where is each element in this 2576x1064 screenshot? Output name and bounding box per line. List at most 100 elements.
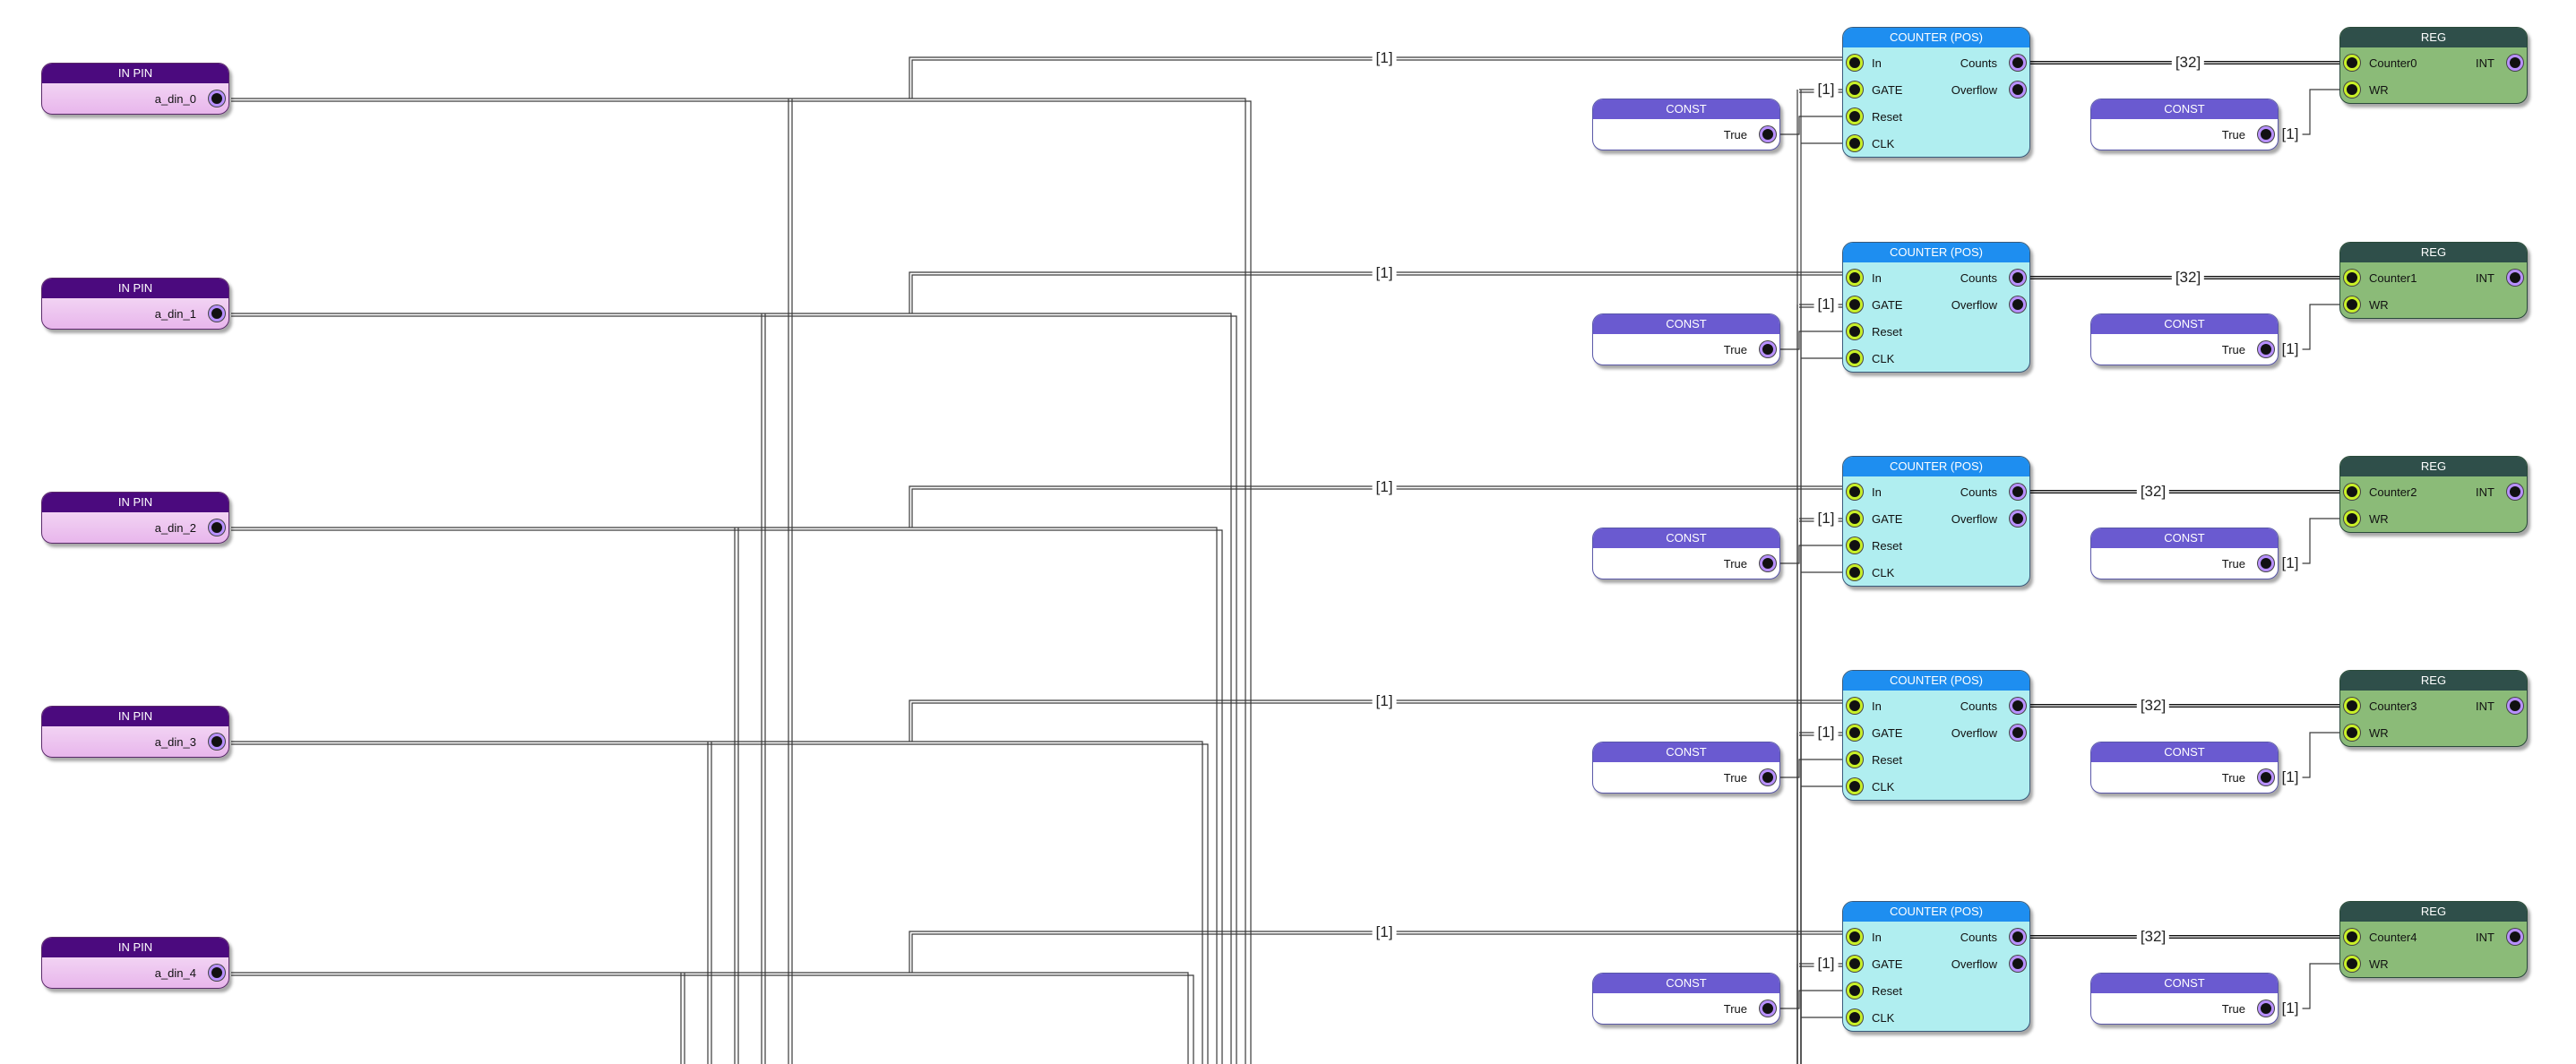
counter-gate-port[interactable] [1847,956,1863,972]
wire-label-in-width: [1] [1372,477,1397,497]
reg-output-port[interactable] [2507,929,2523,945]
wire-pin-rail [231,529,1223,1064]
counter-overflow-port[interactable] [2010,956,2026,972]
reg-wr-port[interactable] [2344,725,2360,741]
counter-gate-port[interactable] [1847,511,1863,527]
in-pin-output-port[interactable] [209,734,225,750]
const-output-port[interactable] [1760,126,1776,142]
reg-output-port[interactable] [2507,55,2523,71]
reg-wr-port[interactable] [2344,296,2360,313]
counter-reset-port[interactable] [1847,537,1863,553]
counter-counts-port[interactable] [2010,55,2026,71]
counter-port-label-in: In [1872,271,1882,285]
reg-data-port[interactable] [2344,698,2360,714]
in-pin-output-port[interactable] [209,965,225,981]
counter-port-label-counts: Counts [1960,485,1997,499]
counter-in-port[interactable] [1847,55,1863,71]
counter-overflow-port[interactable] [2010,725,2026,741]
counter-clk-port[interactable] [1847,778,1863,794]
counter-gate-port[interactable] [1847,725,1863,741]
counter-gate-port[interactable] [1847,296,1863,313]
counter-port-label-in: In [1872,931,1882,944]
wire-label-wr-width: [1] [2278,768,2303,787]
counter-reset-port[interactable] [1847,751,1863,768]
counter-port-label-clk: CLK [1872,352,1895,365]
counter-clk-port[interactable] [1847,350,1863,366]
counter-clk-port[interactable] [1847,135,1863,151]
counter-overflow-port[interactable] [2010,296,2026,313]
reg-data-port[interactable] [2344,929,2360,945]
counter-clk-port[interactable] [1847,564,1863,580]
reg-output-label: INT [2476,931,2494,944]
counter-in-port[interactable] [1847,270,1863,286]
reg-output-port[interactable] [2507,698,2523,714]
const-output-port[interactable] [1760,555,1776,571]
counter-reset-port[interactable] [1847,323,1863,339]
counter-gate-port[interactable] [1847,82,1863,98]
reg-data-port[interactable] [2344,55,2360,71]
reg-wr-port[interactable] [2344,956,2360,972]
reg-wr-label: WR [2369,298,2389,312]
counter-reset-port[interactable] [1847,108,1863,124]
counter-clk-port[interactable] [1847,1009,1863,1025]
counter-overflow-port[interactable] [2010,511,2026,527]
counter-overflow-port[interactable] [2010,82,2026,98]
counter-in-port[interactable] [1847,698,1863,714]
const-output-port[interactable] [2258,341,2274,357]
wire-in [911,488,1855,528]
reg-output-port[interactable] [2507,484,2523,500]
const-output-port[interactable] [2258,555,2274,571]
counter-in-port[interactable] [1847,484,1863,500]
reg-data-port[interactable] [2344,484,2360,500]
in-pin-output-port[interactable] [209,305,225,322]
counter-counts-port[interactable] [2010,929,2026,945]
counter-reset-port[interactable] [1847,982,1863,999]
in-pin-output-port[interactable] [209,519,225,536]
const-output-port[interactable] [1760,1000,1776,1017]
const-title: CONST [1593,742,1779,762]
reg-wr-port[interactable] [2344,82,2360,98]
counter-port-label-clk: CLK [1872,780,1895,794]
reg-output-port[interactable] [2507,270,2523,286]
const-output-port[interactable] [2258,769,2274,785]
in-pin-title: IN PIN [42,279,228,298]
wire-pin-rail [231,100,1252,1064]
reg-data-port[interactable] [2344,270,2360,286]
counter-in-port[interactable] [1847,929,1863,945]
wire-label-gate-width: [1] [1814,80,1839,99]
counter-counts-port[interactable] [2010,270,2026,286]
reg-wr-port[interactable] [2344,511,2360,527]
counter-counts-port[interactable] [2010,484,2026,500]
counter-counts-port[interactable] [2010,698,2026,714]
in-pin-output-port[interactable] [209,90,225,107]
const-output-port[interactable] [2258,1000,2274,1017]
const-output-port[interactable] [1760,341,1776,357]
const-output-port[interactable] [1760,769,1776,785]
const-output-port[interactable] [2258,126,2274,142]
